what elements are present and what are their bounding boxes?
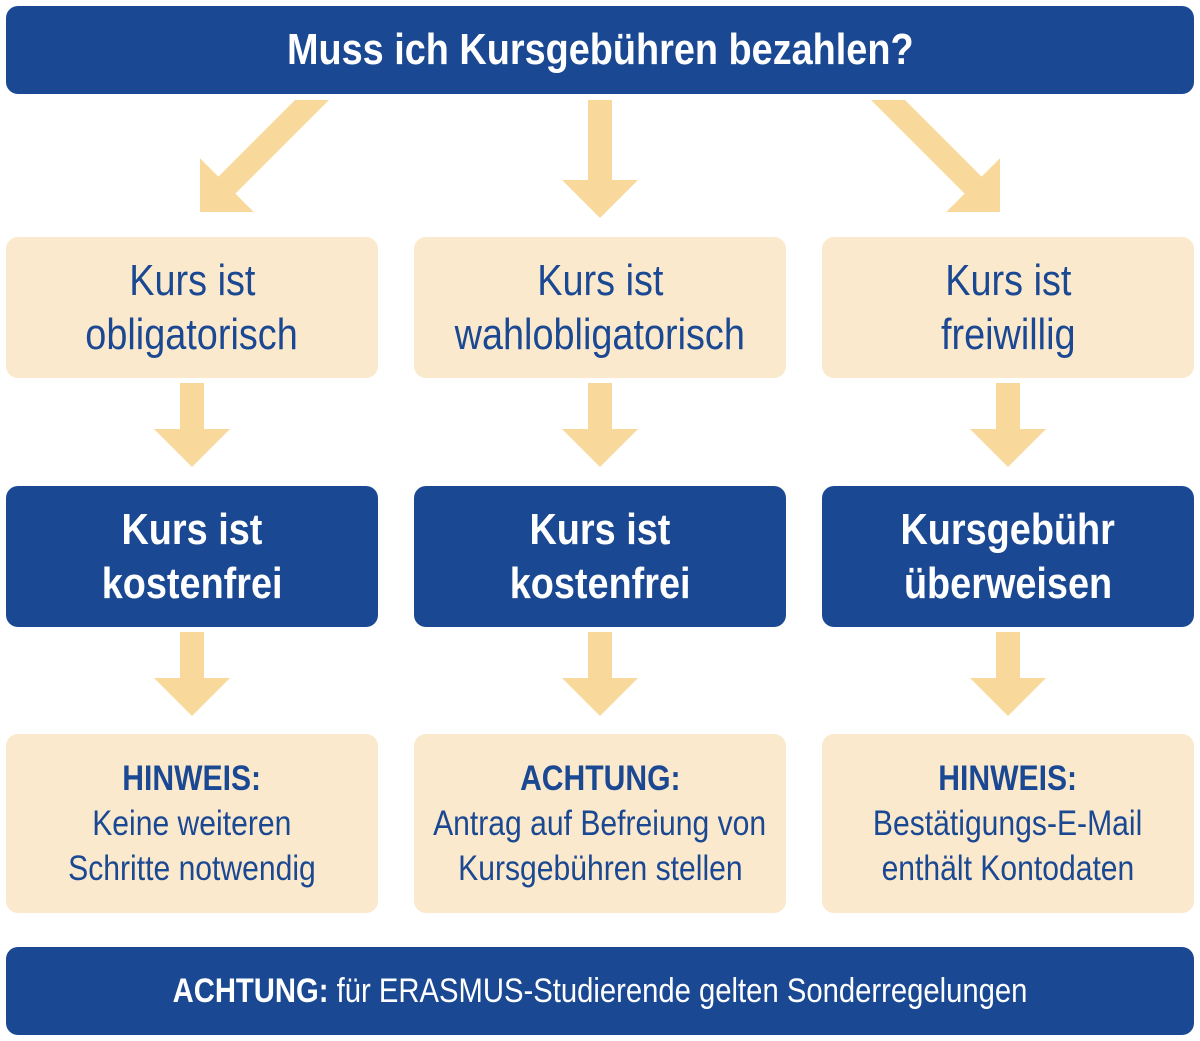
result-box-line: Kurs ist xyxy=(121,504,263,554)
footer-text: für ERASMUS-Studierende gelten Sonderreg… xyxy=(328,971,1028,1010)
result-box-line: kostenfrei xyxy=(509,558,691,608)
footer-box: ACHTUNG: für ERASMUS-Studierende gelten … xyxy=(6,947,1194,1035)
result-box-line: Kursgebühr xyxy=(900,504,1116,554)
result-box-line: Kurs ist xyxy=(529,504,671,554)
note-line: enthält Kontodaten xyxy=(881,849,1135,888)
note-label: HINWEIS: xyxy=(122,759,262,798)
status-box-line: Kurs ist xyxy=(536,255,664,305)
title-box: Muss ich Kursgebühren bezahlen? xyxy=(6,6,1194,94)
status-box-line: wahlobligatorisch xyxy=(454,309,746,359)
status-box-line: Kurs ist xyxy=(128,255,256,305)
status-box-line: Kurs ist xyxy=(944,255,1072,305)
status-box-line: freiwillig xyxy=(940,309,1076,359)
result-box-line: kostenfrei xyxy=(101,558,283,608)
result-box-line: überweisen xyxy=(903,558,1113,608)
note-line: Bestätigungs-E-Mail xyxy=(873,804,1143,843)
note-line: Keine weiteren xyxy=(92,804,292,843)
title: Muss ich Kursgebühren bezahlen? xyxy=(286,25,914,74)
note-label: HINWEIS: xyxy=(938,759,1078,798)
status-box-line: obligatorisch xyxy=(85,309,299,359)
note-box: HINWEIS: Bestätigungs-E-Mail enthält Konto… xyxy=(822,734,1194,913)
footer-label: ACHTUNG: xyxy=(172,971,329,1010)
note-line: Kursgebühren stellen xyxy=(457,849,743,888)
note-line: Schritte notwendig xyxy=(68,849,316,888)
note-label: ACHTUNG: xyxy=(519,759,681,798)
note-line: Antrag auf Befreiung von xyxy=(433,804,767,843)
